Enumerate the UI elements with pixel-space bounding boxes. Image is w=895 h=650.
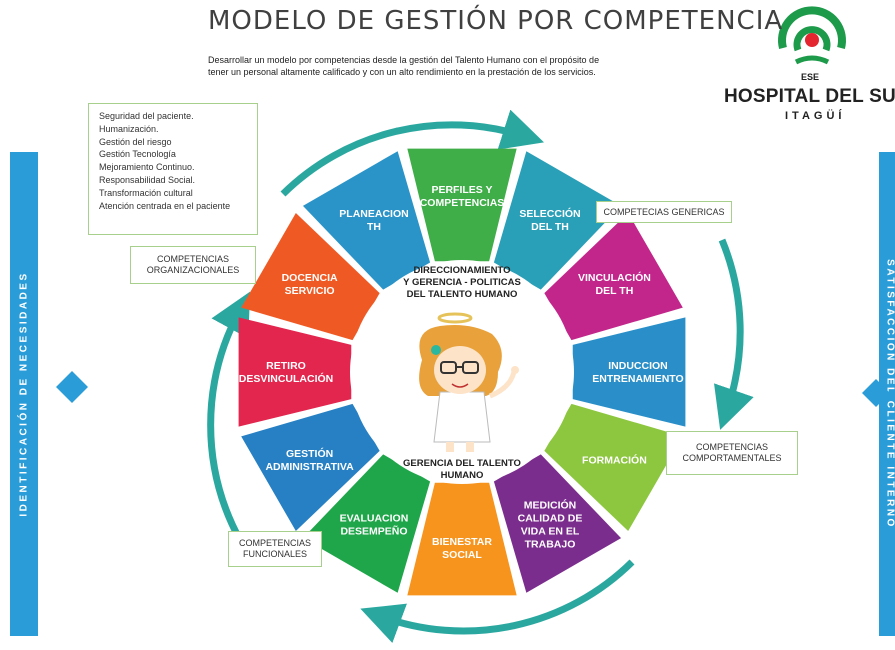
competencias-funcionales-tag: COMPETENCIAS FUNCIONALES [228,531,322,567]
segment-block [407,148,517,262]
values-list-item: Humanización. [99,123,159,134]
tag-line: COMPORTAMENTALES [682,453,782,463]
left-diamond-icon [56,371,88,403]
tag-line: COMPETECIAS GENERICAS [603,206,725,217]
subtitle-line-1: Desarrollar un modelo por competencias d… [208,55,600,65]
tag-line: ORGANIZACIONALES [146,265,240,275]
nurse-mascot-icon [419,312,519,452]
arrow-right [714,238,754,430]
values-list-item: Gestión Tecnología [99,149,176,160]
tag-line: FUNCIONALES [242,549,307,559]
competencias-genericas-tag: COMPETECIAS GENERICAS [596,201,732,223]
tag-line: COMPETENCIAS [156,254,229,264]
tag-line: COMPETENCIAS [695,442,768,452]
values-list-item: Gestión del riesgo [99,136,172,147]
logo-ese: ESE [801,72,820,82]
segment-block [238,317,352,427]
right-diamond-icon [862,379,890,407]
segment-block [544,212,683,341]
segment-label: FORMACIÓN [582,454,647,467]
competencias-comportamentales-tag: COMPETENCIAS COMPORTAMENTALES [666,431,798,475]
segment-block [572,317,686,427]
values-list-item: Transformación cultural [99,187,193,198]
segment-block [302,454,431,593]
segment-block [493,454,622,593]
values-list-item: Seguridad del paciente. [99,111,194,121]
segment-block [544,403,683,532]
page-subtitle: Desarrollar un modelo por competencias d… [208,54,708,78]
arrow-bottom [360,559,635,643]
tag-line: COMPETENCIAS [238,538,311,548]
logo-city: ITAGÜÍ [785,110,846,122]
logo-name: HOSPITAL DEL SUR [724,86,895,107]
left-side-bar [10,152,38,636]
arrow-top [280,109,545,197]
competencias-organizacionales-tag: COMPETENCIAS ORGANIZACIONALES [130,246,256,284]
subtitle-line-2: tener un personal altamente calificado y… [208,67,596,77]
values-list-item: Responsabilidad Social. [99,174,196,185]
arrow-left [207,291,251,542]
segment-block [241,403,380,532]
segment-block [241,212,380,341]
values-list-item: Mejoramiento Continuo. [99,162,195,173]
hospital-logo-icon [778,6,846,65]
segment-block [493,151,622,290]
values-list-item: Atención centrada en el paciente [99,200,231,211]
segment-block [302,151,431,290]
values-list-box: Seguridad del paciente. Humanización. Ge… [88,103,258,235]
page-title: MODELO DE GESTIÓN POR COMPETENCIA [208,6,784,36]
segment-block [407,482,517,596]
